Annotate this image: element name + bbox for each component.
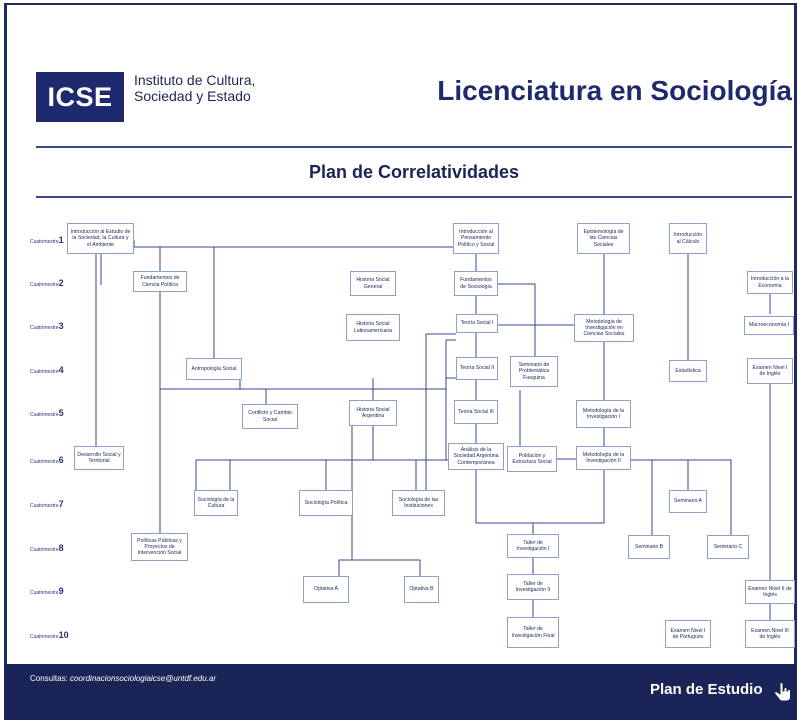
course-ingles-3[interactable]: Examen Nivel III de Inglés [745, 620, 795, 648]
cuatrimestre-1-label: Cuatrimestre1 [30, 235, 70, 247]
course-ingles-2[interactable]: Examen Nivel II de Inglés [745, 580, 795, 604]
frame-right [794, 3, 797, 720]
cuatrimestre-2-label: Cuatrimestre2 [30, 278, 70, 290]
cuatrimestre-6-label: Cuatrimestre6 [30, 455, 70, 467]
institution-name: Instituto de Cultura, Sociedad y Estado [134, 72, 294, 104]
course-intro-sociedad[interactable]: Introducción al Estudio de la Sociedad, … [67, 223, 134, 254]
cuatrimestre-word: Cuatrimestre [30, 503, 59, 509]
course-macroeconomia[interactable]: Macroeconomía I [744, 316, 794, 335]
cuatrimestre-3-label: Cuatrimestre3 [30, 321, 70, 333]
course-desarrollo[interactable]: Desarrollo Social y Territorial [74, 446, 124, 470]
cuatrimestre-word: Cuatrimestre [30, 547, 59, 553]
cuatrimestre-number: 1 [58, 235, 64, 245]
course-taller-1[interactable]: Taller de Investigación I [507, 534, 559, 558]
plan-title: Plan de Correlatividades [308, 162, 520, 182]
course-ingles-1[interactable]: Examen Nivel I de Inglés [747, 358, 793, 384]
course-historia-argentina[interactable]: Historia Social Argentina [349, 400, 397, 426]
course-sociologia-politica[interactable]: Sociología Política [299, 490, 353, 516]
course-fund-ciencia-politica[interactable]: Fundamentos de Ciencia Política [133, 271, 187, 292]
cuatrimestre-number: 8 [58, 543, 64, 553]
course-metodologia-2[interactable]: Metodología de la Investigación II [576, 446, 631, 470]
hand-pointer-icon [774, 682, 791, 702]
divider-top [36, 146, 792, 148]
cuatrimestre-word: Cuatrimestre [30, 239, 59, 245]
course-intro-economia[interactable]: Introducción a la Economía [747, 271, 793, 294]
course-teoria-social-2[interactable]: Teoría Social II [456, 357, 498, 380]
course-poblacion[interactable]: Población y Estructura Social [507, 446, 557, 472]
institution-line-2: Sociedad y Estado [134, 88, 251, 104]
cuatrimestre-7-label: Cuatrimestre7 [30, 499, 70, 511]
cuatrimestre-word: Cuatrimestre [30, 325, 59, 331]
cuatrimestre-9-label: Cuatrimestre9 [30, 586, 70, 598]
career-title: Licenciatura en Sociología [437, 75, 792, 106]
divider-bottom [36, 196, 792, 198]
cuatrimestre-number: 7 [58, 499, 64, 509]
course-sociologia-cultura[interactable]: Sociología de la Cultura [194, 490, 238, 516]
course-metodologia-cs[interactable]: Metodología de Investigación en Ciencias… [574, 314, 634, 342]
course-historia-social-latam[interactable]: Historia Social Latinoamericana [346, 314, 400, 341]
cuatrimestre-number: 2 [58, 278, 64, 288]
footer-bar [4, 664, 797, 720]
course-optativa-a[interactable]: Optativa A [303, 576, 349, 603]
course-analisis-sociedad[interactable]: Análisis de la Sociedad Argentina Contem… [448, 443, 504, 470]
icse-logo: ICSE [36, 72, 124, 122]
course-seminario-a[interactable]: Seminario A [669, 490, 707, 513]
course-seminario-c[interactable]: Seminario C [707, 535, 749, 559]
course-politicas-publicas[interactable]: Políticas Públicas y Proyectos de Interv… [131, 533, 188, 561]
cuatrimestre-5-label: Cuatrimestre5 [30, 408, 70, 420]
cuatrimestre-word: Cuatrimestre [30, 459, 59, 465]
frame-top [4, 3, 797, 5]
course-conflicto[interactable]: Conflicto y Cambio Social [242, 404, 298, 429]
frame-left [4, 3, 7, 720]
course-historia-social-general[interactable]: Historia Social General [350, 271, 396, 296]
cuatrimestre-number: 3 [58, 321, 64, 331]
cuatrimestre-word: Cuatrimestre [30, 282, 59, 288]
course-metodologia-1[interactable]: Metodología de la Investigación I [576, 400, 631, 428]
course-antropologia[interactable]: Antropología Social [186, 358, 242, 380]
contact-label: Consultas: [30, 674, 68, 683]
cuatrimestre-word: Cuatrimestre [30, 634, 59, 640]
course-estadistica[interactable]: Estadística [669, 360, 707, 382]
course-teoria-social-1[interactable]: Teoría Social I [456, 314, 498, 333]
plan-de-estudio-label: Plan de Estudio [650, 681, 763, 698]
footer-contact: Consultas: coordinacionsociologiaicse@un… [30, 674, 216, 684]
course-sociologia-instituciones[interactable]: Sociología de las Instituciones [392, 490, 445, 516]
cuatrimestre-word: Cuatrimestre [30, 412, 59, 418]
course-taller-2[interactable]: Taller de Investigación II [507, 574, 559, 600]
cuatrimestre-number: 6 [58, 455, 64, 465]
cuatrimestre-word: Cuatrimestre [30, 369, 59, 375]
cuatrimestre-word: Cuatrimestre [30, 590, 59, 596]
plan-de-estudio-button[interactable]: Plan de Estudio [640, 672, 795, 708]
cuatrimestre-number: 5 [58, 408, 64, 418]
course-optativa-b[interactable]: Optativa B [404, 576, 439, 603]
cuatrimestre-number: 9 [58, 586, 64, 596]
cuatrimestre-number: 4 [58, 365, 64, 375]
cuatrimestre-4-label: Cuatrimestre4 [30, 365, 70, 377]
contact-email-link[interactable]: coordinacionsociologiaicse@untdf.edu.ar [70, 674, 217, 683]
course-seminario-b[interactable]: Seminario B [628, 535, 670, 559]
course-epistemologia[interactable]: Epistemología de las Ciencias Sociales [577, 223, 630, 254]
course-seminario-fueguina[interactable]: Seminario de Problemática Fueguina [510, 356, 558, 387]
course-fund-sociologia[interactable]: Fundamentos de Sociología [454, 271, 498, 296]
cuatrimestre-number: 10 [58, 630, 69, 640]
course-teoria-social-3[interactable]: Teoría Social III [454, 400, 498, 424]
course-portugues-1[interactable]: Examen Nivel I de Portugués [665, 620, 711, 648]
course-intro-calculo[interactable]: Introducción al Cálculo [669, 223, 707, 254]
cuatrimestre-8-label: Cuatrimestre8 [30, 543, 70, 555]
course-taller-final[interactable]: Taller de Investigación Final [507, 617, 559, 648]
cuatrimestre-10-label: Cuatrimestre10 [30, 630, 70, 642]
institution-line-1: Instituto de Cultura, [134, 72, 256, 88]
course-intro-pensamiento[interactable]: Introducción al Pensamiento Político y S… [453, 223, 499, 254]
